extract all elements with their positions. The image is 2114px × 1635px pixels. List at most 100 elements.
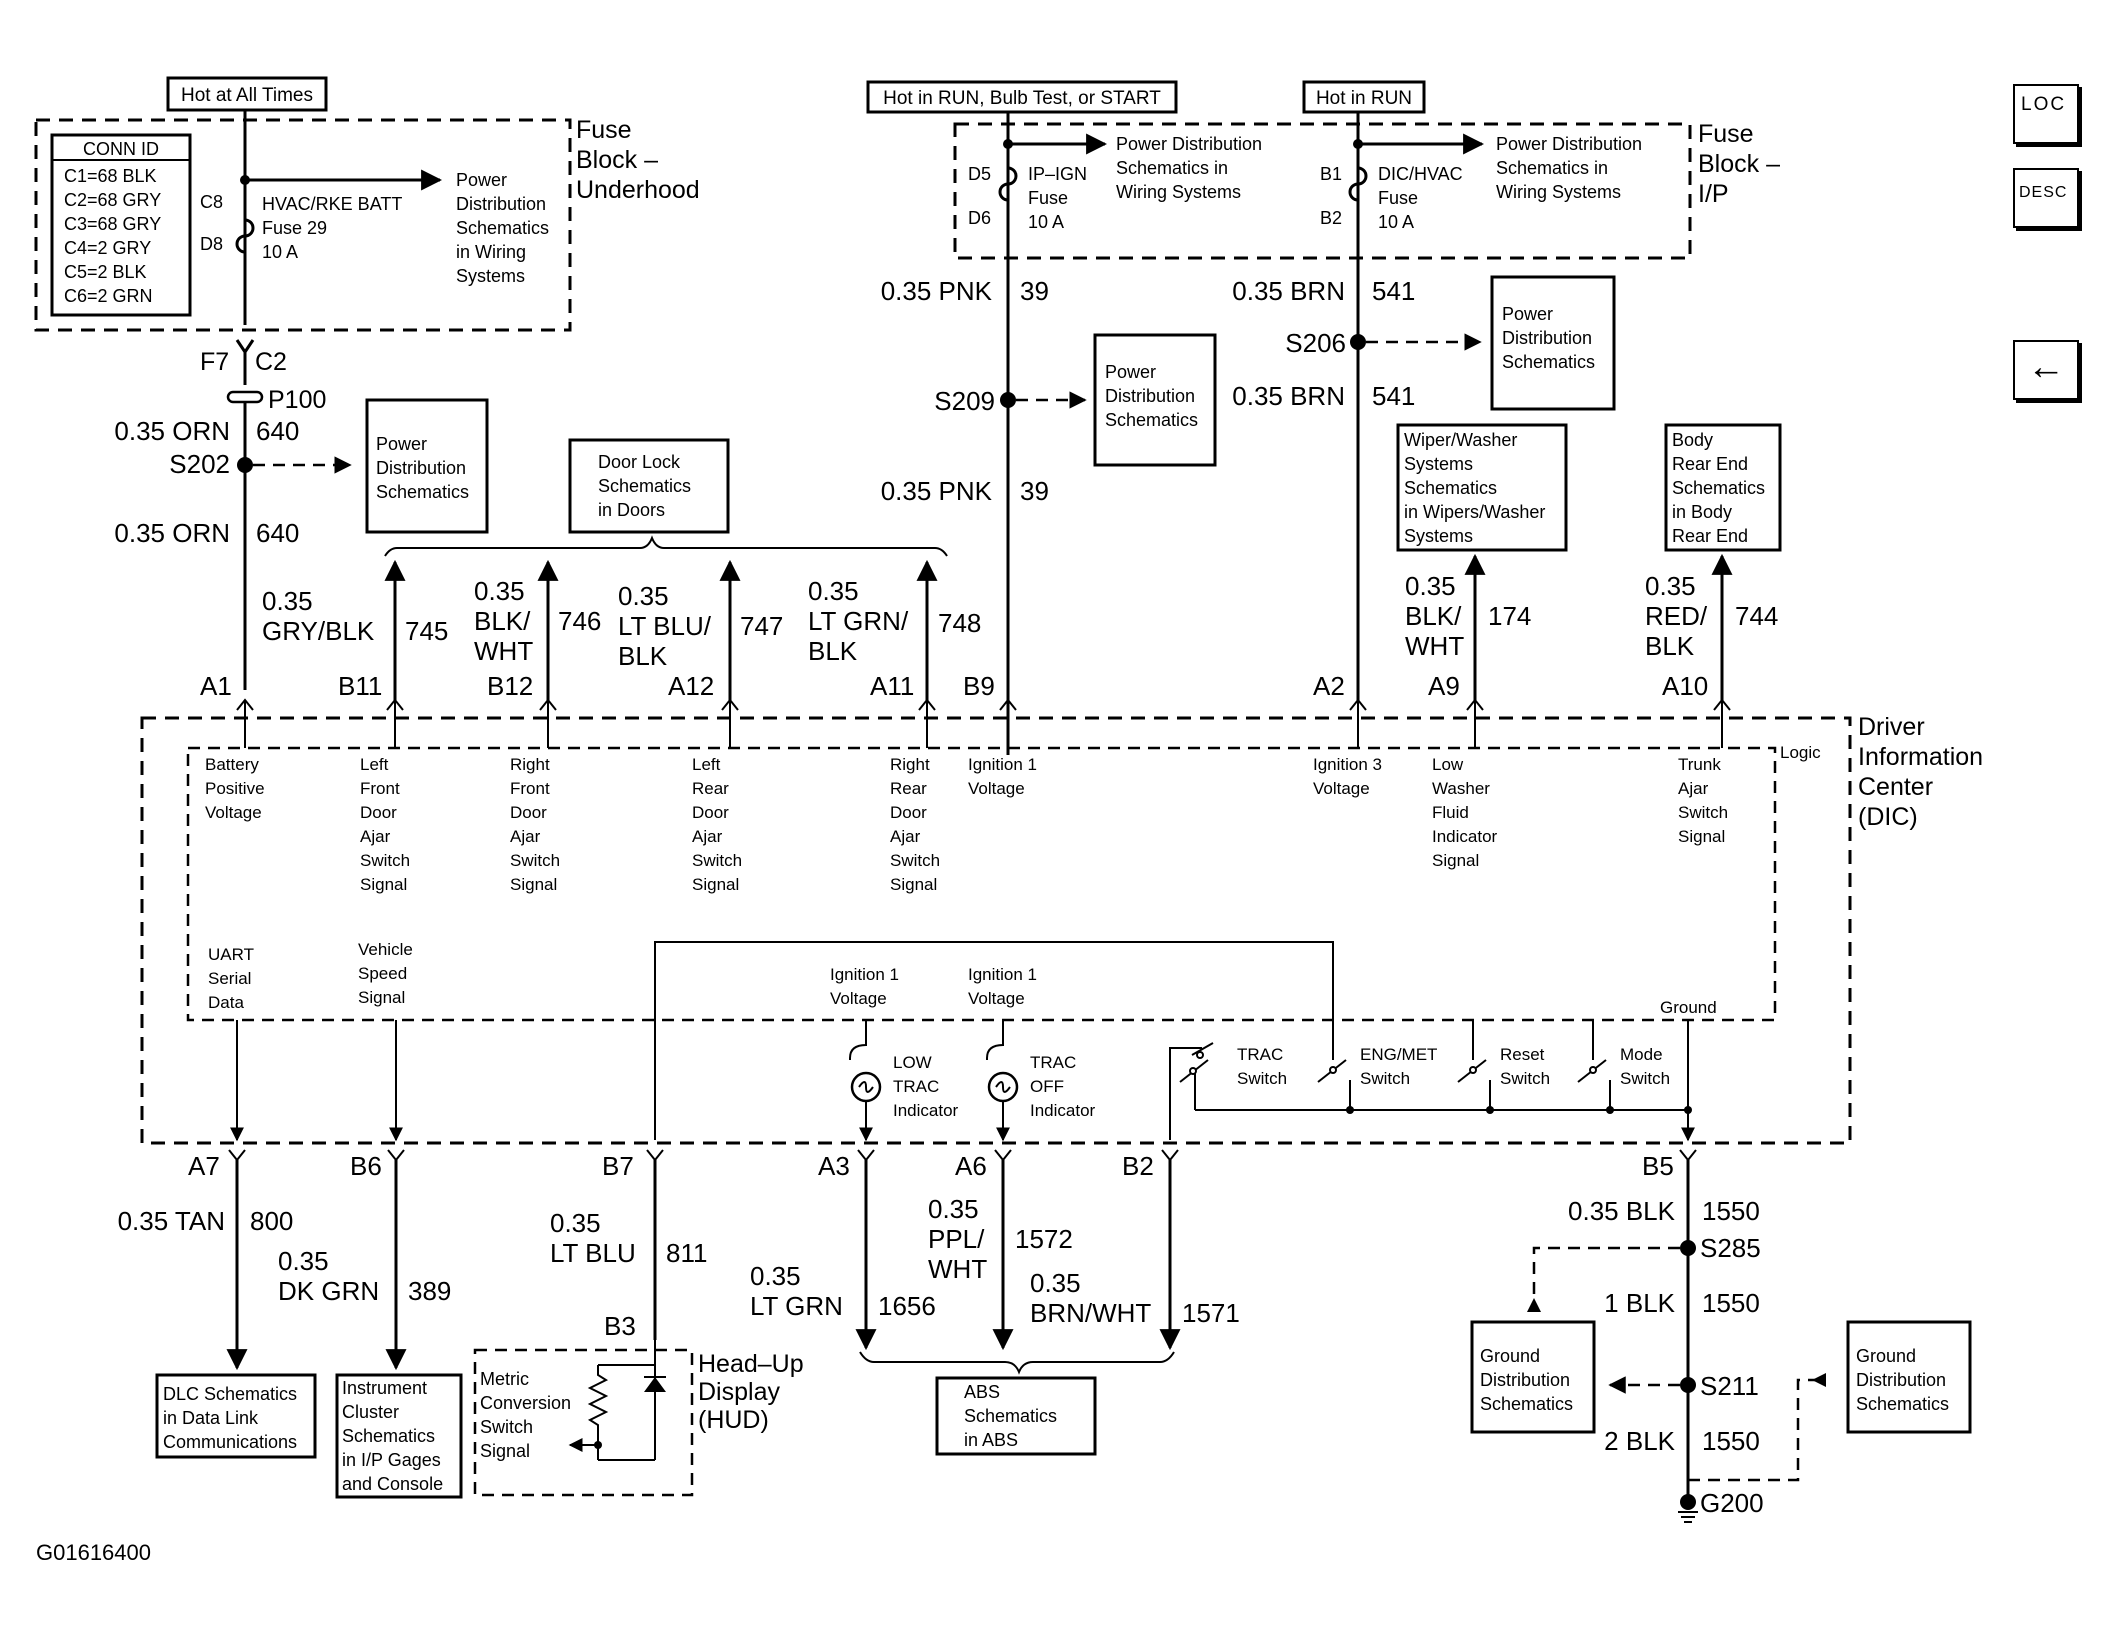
pin-label: A12 [668, 671, 714, 701]
dic-input-label: Left [692, 755, 721, 774]
dlc-ref-line: Communications [163, 1432, 297, 1452]
power-dist-ref: Power [376, 434, 427, 454]
dichvac-fuse: Fuse [1378, 188, 1418, 208]
power-dist-ref: in Wiring [456, 242, 526, 262]
dic-input-label: Washer [1432, 779, 1490, 798]
body-ref-line: Schematics [1672, 478, 1765, 498]
wire-size: LT GRN/ [808, 606, 909, 636]
dic-input-label: Door [510, 803, 547, 822]
vss-label: Signal [358, 988, 405, 1007]
hud-signal-label: Signal [480, 1441, 530, 1461]
dic-title: Information [1858, 743, 1983, 771]
dic-input-label: Switch [890, 851, 940, 870]
wire-size: GRY/BLK [262, 616, 375, 646]
dic-input-label: Ajar [360, 827, 391, 846]
wire-size: RED/ [1645, 601, 1708, 631]
hud-signal-label: Conversion [480, 1393, 571, 1413]
ign1-label: Voltage [830, 989, 887, 1008]
pin-label: A10 [1662, 671, 1708, 701]
dic-module: Driver Information Center (DIC) Logic Ba… [140, 713, 1983, 1145]
conn-id-row: C6=2 GRN [64, 286, 153, 306]
fuse-block-ip-title: Block – [1698, 150, 1780, 178]
ground-ref-line: Ground [1480, 1346, 1540, 1366]
ign1-label: Ignition 1 [968, 965, 1037, 984]
mode-switch-label: Mode [1620, 1045, 1663, 1064]
vss-label: Speed [358, 964, 407, 983]
dic-title: Center [1858, 773, 1933, 801]
right-feed: 0.35 BRN 541 S206 Power Distribution Sch… [1232, 275, 1616, 411]
fuse-block-underhood-title-2: Block – [576, 146, 658, 174]
power-dist-ref: Power Distribution [1496, 134, 1642, 154]
hud-pin-label: B3 [604, 1311, 636, 1341]
hud-title: (HUD) [698, 1406, 769, 1434]
power-dist-ref: Distribution [1502, 328, 1592, 348]
fuse-block-ip-title: I/P [1698, 180, 1729, 208]
wire-circuit: 39 [1020, 276, 1049, 306]
wiper-ref-line: in Wipers/Washer [1404, 502, 1545, 522]
dic-input-label: Rear [692, 779, 729, 798]
wire-circuit: 748 [938, 608, 981, 638]
trac-off-label: OFF [1030, 1077, 1064, 1096]
back-button[interactable]: ← [2013, 340, 2079, 400]
pin-label: A1 [200, 671, 232, 701]
power-dist-ref: Power [1502, 304, 1553, 324]
wire-size: 0.35 [1405, 571, 1456, 601]
loc-button[interactable]: LOC [2013, 84, 2079, 144]
power-dist-ref: Distribution [1105, 386, 1195, 406]
uart-label: Data [208, 993, 244, 1012]
dlc-ref-line: DLC Schematics [163, 1384, 297, 1404]
figure-id: G01616400 [36, 1540, 151, 1565]
fuse-block-ip: Hot in RUN, Bulb Test, or START Hot in R… [866, 80, 1780, 755]
hvac-rke-fuse-name: HVAC/RKE BATT [262, 194, 402, 214]
hvac-rke-fuse-rating: 10 A [262, 242, 298, 262]
door-ajar-wires: 0.35 GRY/BLK 745 0.35 BLK/ WHT 746 0.35 … [262, 559, 981, 700]
abs-ref-line: Schematics [964, 1406, 1057, 1426]
ign1-label: Ignition 1 [830, 965, 899, 984]
cluster-ref-line: Instrument [342, 1378, 427, 1398]
body-ref-line: in Body [1672, 502, 1732, 522]
wire-size: 0.35 [474, 576, 525, 606]
dic-input-label: Low [1432, 755, 1464, 774]
ground-ref-line: Distribution [1856, 1370, 1946, 1390]
s285-label: S285 [1700, 1233, 1761, 1263]
wire-size: 0.35 BRN [1232, 381, 1345, 411]
hud-outline [473, 1348, 694, 1497]
left-feed: F7 C2 P100 0.35 ORN 640 S202 Power Distr… [114, 339, 489, 690]
pin-label: B7 [602, 1151, 634, 1181]
dic-title: (DIC) [1858, 803, 1918, 831]
wire-size: 0.35 PNK [881, 476, 993, 506]
dic-input-label: Left [360, 755, 389, 774]
wire-circuit: 1550 [1702, 1196, 1760, 1226]
low-trac-label: LOW [893, 1053, 932, 1072]
pin-label: A7 [188, 1151, 220, 1181]
dlc-ref: DLC Schematics in Data Link Communicatio… [155, 1373, 317, 1459]
cluster-ref: Instrument Cluster Schematics in I/P Gag… [335, 1373, 463, 1499]
power-dist-ref: Schematics [1105, 410, 1198, 430]
dic-input-label: Fluid [1432, 803, 1469, 822]
dic-input-label: Switch [1678, 803, 1728, 822]
pin-label: B12 [487, 671, 533, 701]
pin-label: B11 [338, 671, 382, 701]
wire-size: BLK [618, 641, 668, 671]
trac-switch-label: Switch [1237, 1069, 1287, 1088]
wiper-ref-line: Wiper/Washer [1404, 430, 1517, 450]
dic-input-label: Ajar [1678, 779, 1709, 798]
wire-size: 0.35 [750, 1261, 801, 1291]
b2-label: B2 [1320, 208, 1342, 228]
desc-button[interactable]: DESC [2013, 168, 2079, 228]
wiper-ref-line: Systems [1404, 454, 1473, 474]
cluster-ref-line: in I/P Gages [342, 1450, 441, 1470]
dic-input-label: Ajar [692, 827, 723, 846]
conn-id-table [50, 133, 192, 317]
wire-circuit: 541 [1372, 276, 1415, 306]
hot-at-all-times-label: Hot at All Times [181, 85, 313, 106]
power-dist-ref: Wiring Systems [1496, 182, 1621, 202]
wire-size: 0.35 [262, 586, 313, 616]
mid-feed: 0.35 PNK 39 S209 Power Distribution Sche… [881, 276, 1217, 506]
wire-circuit: 747 [740, 611, 783, 641]
power-dist-ref: Schematics [456, 218, 549, 238]
conn-id-row: C2=68 GRY [64, 190, 161, 210]
pin-label: B9 [963, 671, 995, 701]
dic-title: Driver [1858, 713, 1925, 741]
vss-label: Vehicle [358, 940, 413, 959]
